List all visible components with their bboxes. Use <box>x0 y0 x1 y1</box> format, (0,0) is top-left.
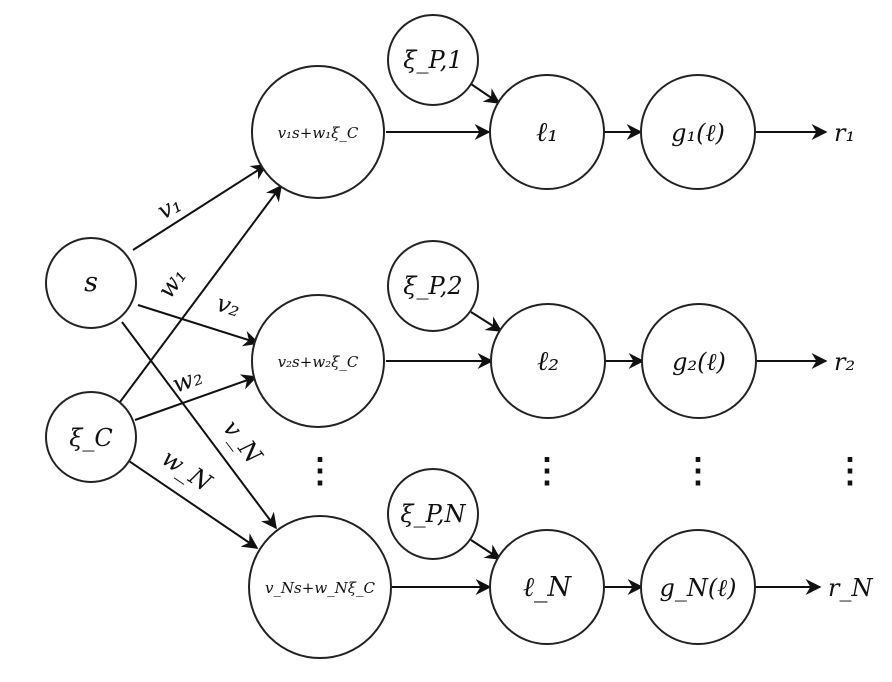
node-l1-circle <box>489 74 605 190</box>
ellipsis-ell: ⋮ <box>530 451 564 491</box>
node-hidden-2: v₂s+w₂ξ_C <box>251 294 385 428</box>
edge-label-vN: v_N <box>217 415 268 470</box>
edge-xic-to-hidden-2 <box>134 374 258 421</box>
node-l1-label: ℓ₁ <box>536 117 558 148</box>
output-r2-label: r₂ <box>834 348 855 376</box>
ellipsis-g: ⋮ <box>681 451 715 491</box>
edge-xic-to-hidden-1 <box>119 184 282 403</box>
node-hidden-2-label: v₂s+w₂ξ_C <box>278 353 359 371</box>
node-s-circle <box>45 237 137 329</box>
edge-s-to-hidden-n <box>121 321 277 530</box>
ellipsis-r: ⋮ <box>833 451 867 491</box>
node-ln: ℓ_N <box>489 529 605 645</box>
chain-edges <box>386 83 828 595</box>
node-xi-p1: ξ_P,1 <box>387 14 479 106</box>
node-l2-circle <box>490 303 606 419</box>
node-xi-p2-label: ξ_P,2 <box>403 272 462 300</box>
output-rn-label: r_N <box>828 574 873 602</box>
node-xi-c-circle <box>45 391 137 483</box>
node-g1-label: g₁(ℓ) <box>671 119 725 147</box>
node-xi-p1-label: ξ_P,1 <box>403 46 462 74</box>
node-hidden-1: v₁s+w₁ξ_C <box>251 65 385 199</box>
node-gn: g_N(ℓ) <box>640 529 756 645</box>
node-l1: ℓ₁ <box>489 74 605 190</box>
output-r1-label: r₁ <box>834 119 855 147</box>
node-hidden-1-circle <box>251 65 385 199</box>
edge-xip1-to-l1 <box>470 83 501 104</box>
input-edges <box>119 164 282 549</box>
node-hidden-1-label: v₁s+w₁ξ_C <box>278 124 359 142</box>
node-g1-circle <box>640 74 756 190</box>
node-s: s <box>45 237 137 329</box>
node-xi-p1-circle <box>387 14 479 106</box>
node-gn-circle <box>640 529 756 645</box>
node-hidden-2-circle <box>251 294 385 428</box>
edge-xip2-to-l2 <box>470 311 503 332</box>
edge-label-w1: w₁ <box>152 263 192 304</box>
node-l2-label: ℓ₂ <box>537 346 559 377</box>
node-l2: ℓ₂ <box>490 303 606 419</box>
node-ln-label: ℓ_N <box>523 572 573 603</box>
node-g2: g₂(ℓ) <box>641 303 757 419</box>
edge-label-v2: v₂ <box>213 289 243 323</box>
edge-s-to-hidden-1 <box>132 164 268 251</box>
node-g1: g₁(ℓ) <box>640 74 756 190</box>
edge-xipn-to-ln <box>470 539 502 560</box>
node-hidden-n-label: v_Ns+w_Nξ_C <box>265 579 376 597</box>
node-g2-circle <box>641 303 757 419</box>
node-hidden-n: v_Ns+w_Nξ_C <box>248 515 392 659</box>
node-gn-label: g_N(ℓ) <box>659 574 736 602</box>
node-xi-pn: ξ_P,N <box>387 468 479 560</box>
edge-s-to-hidden-2 <box>137 304 260 347</box>
node-xi-p2-circle <box>387 240 479 332</box>
node-ln-circle <box>489 529 605 645</box>
node-g2-label: g₂(ℓ) <box>672 348 726 376</box>
node-xi-pn-circle <box>387 468 479 560</box>
node-xi-pn-label: ξ_P,N <box>400 500 466 528</box>
edge-label-wN: w_N <box>157 444 218 498</box>
ellipsis-hidden: ⋮ <box>303 451 337 491</box>
node-xi-p2: ξ_P,2 <box>387 240 479 332</box>
node-s-label: s <box>84 267 98 298</box>
node-xi-c: ξ_C <box>45 391 137 483</box>
node-xi-c-label: ξ_C <box>69 424 113 452</box>
node-hidden-n-circle <box>248 515 392 659</box>
edge-xic-to-hidden-n <box>125 458 259 549</box>
